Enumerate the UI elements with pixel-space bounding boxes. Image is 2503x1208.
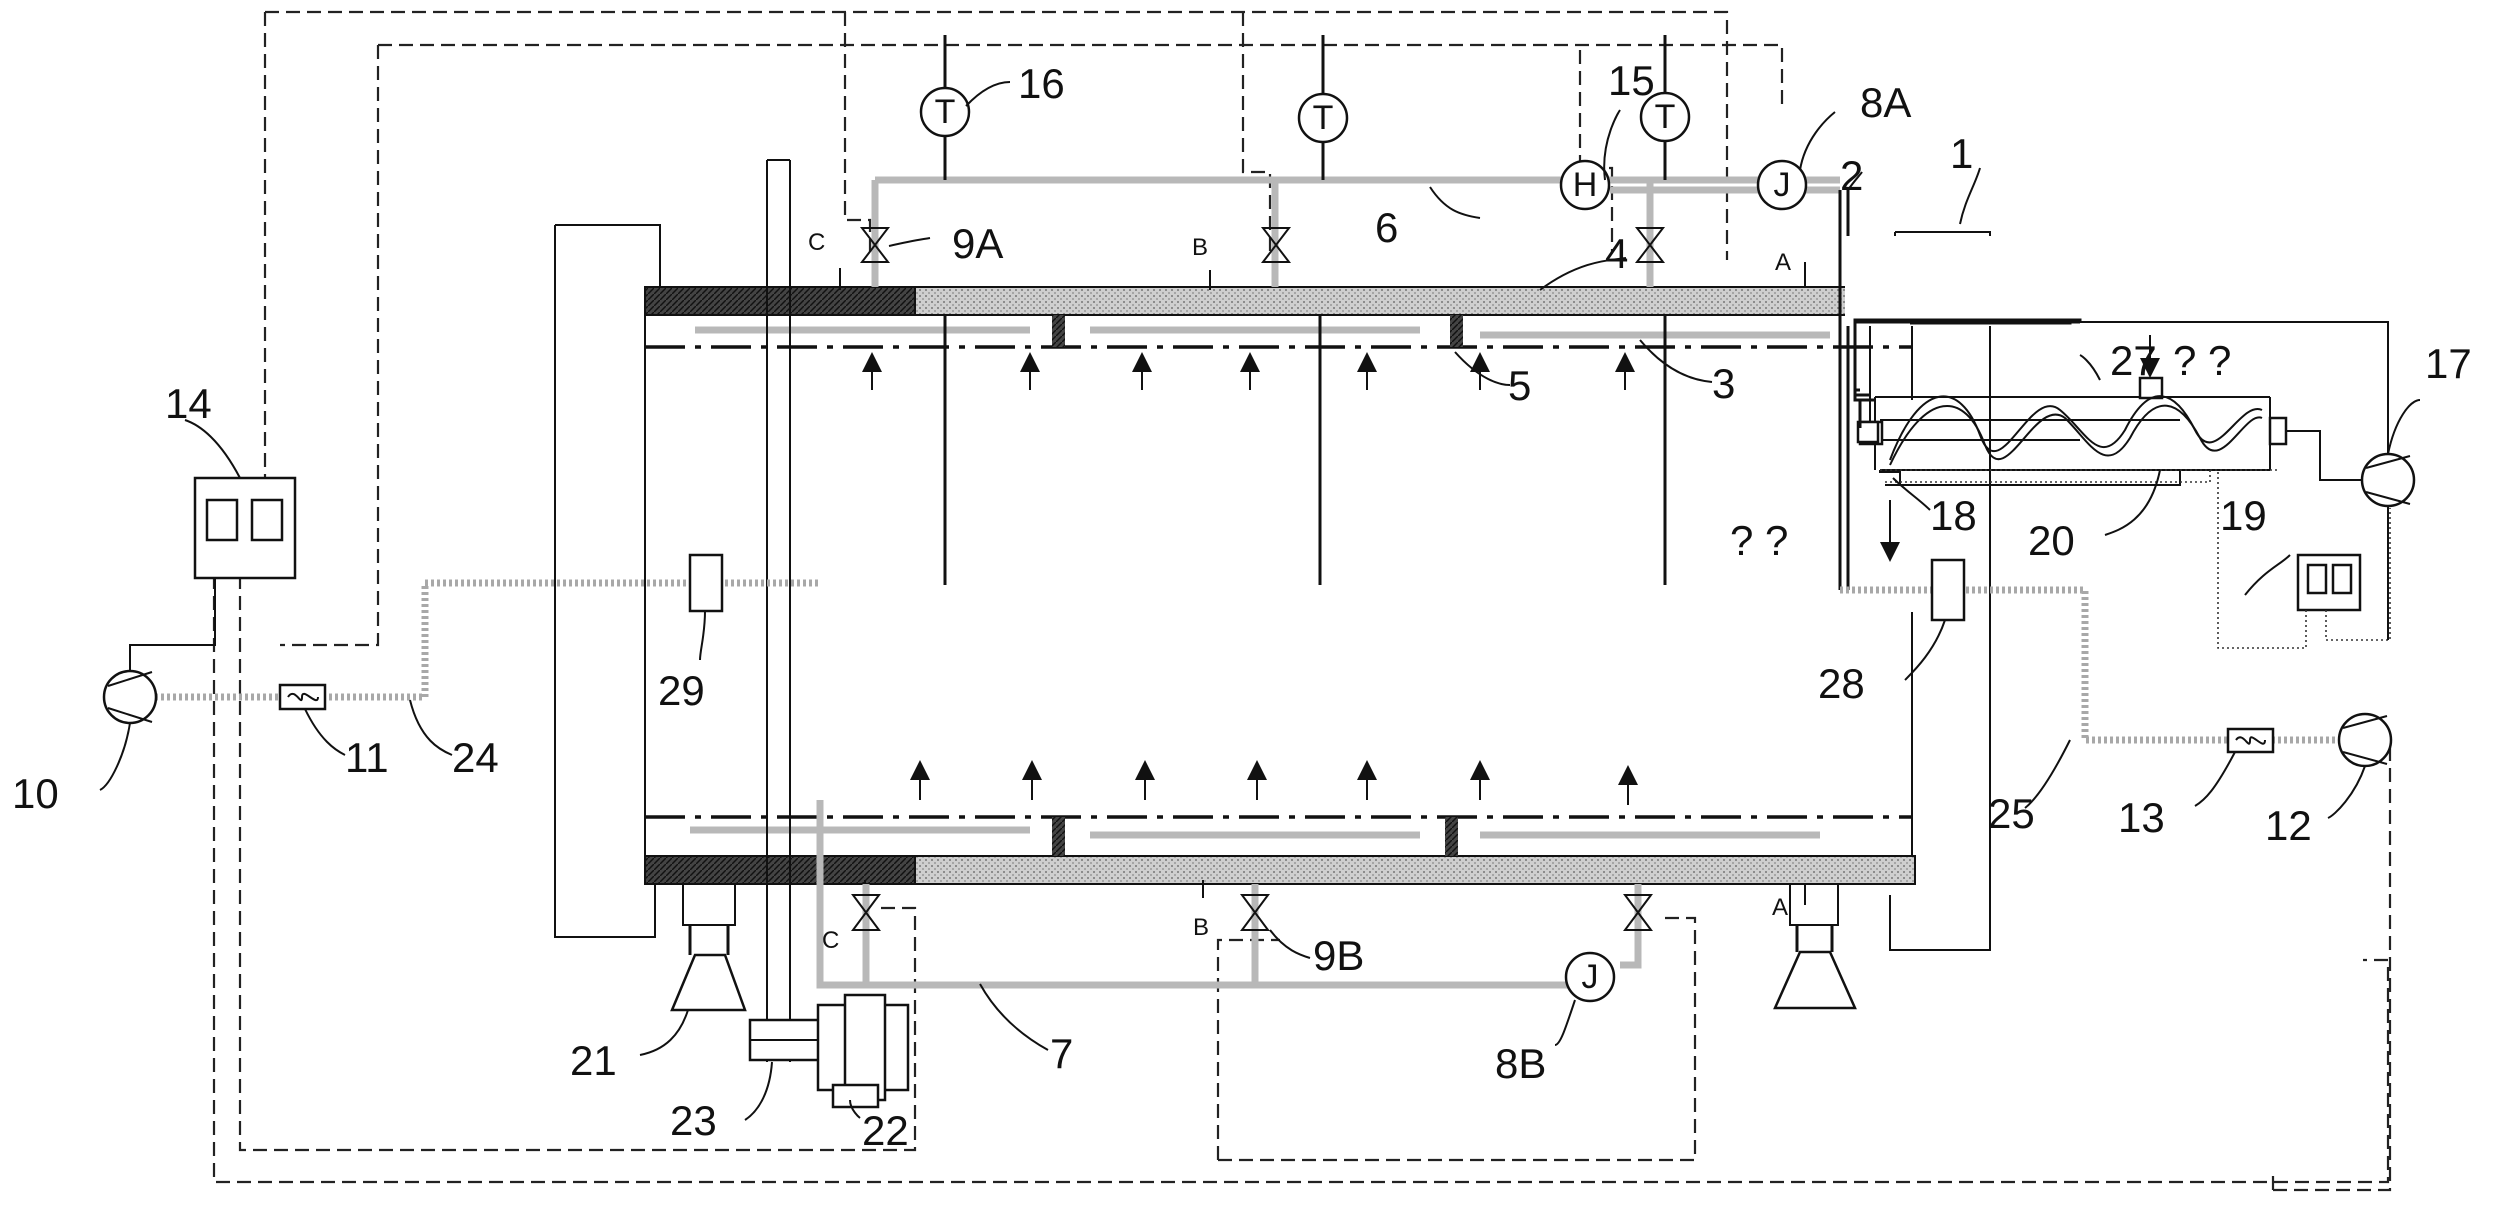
mark-c-top: C	[808, 229, 825, 256]
label-19: 19	[2220, 492, 2267, 539]
glyph-drum: ? ?	[1730, 517, 1788, 564]
flow-arrows-upper	[862, 352, 1635, 390]
label-15: 15	[1608, 57, 1655, 104]
pump-17	[2360, 452, 2416, 508]
label-3: 3	[1712, 360, 1735, 407]
label-9a: 9A	[952, 220, 1003, 267]
controller-14	[193, 476, 297, 580]
label-29: 29	[658, 667, 705, 714]
svg-text:T: T	[1655, 98, 1676, 136]
air-pipes	[155, 553, 2340, 744]
pump-17-lines	[1960, 318, 2389, 640]
label-17: 17	[2425, 340, 2472, 387]
unknown-glyphs: ? ? ? ?	[1730, 337, 2231, 564]
label-8b: 8B	[1495, 1040, 1546, 1087]
left-support	[670, 884, 747, 1012]
leader-lines	[99, 81, 2421, 1121]
mark-b-top: B	[1192, 234, 1208, 261]
label-11: 11	[345, 734, 389, 781]
label-16: 16	[1018, 60, 1065, 107]
label-5: 5	[1508, 362, 1531, 409]
mark-b-bottom: B	[1193, 914, 1209, 941]
right-support	[1773, 884, 1857, 1010]
svg-text:T: T	[935, 93, 956, 131]
mark-a-bottom: A	[1772, 894, 1788, 921]
mark-a-top: A	[1775, 249, 1791, 276]
flow-arrows-lower	[910, 760, 1638, 805]
label-2: 2	[1840, 152, 1863, 199]
label-14: 14	[165, 380, 212, 427]
svg-text:J: J	[1582, 958, 1599, 996]
label-6: 6	[1375, 204, 1398, 251]
j-sensor-8b: J	[1564, 951, 1616, 1003]
svg-text:J: J	[1774, 166, 1791, 204]
valve-top-b	[1260, 227, 1292, 263]
label-4: 4	[1605, 230, 1628, 277]
fans-and-meters	[102, 452, 2416, 768]
temperature-sensor-16: T	[919, 86, 971, 138]
mark-c-bottom: C	[822, 927, 839, 954]
svg-text:T: T	[1313, 99, 1334, 137]
label-22: 22	[862, 1107, 909, 1154]
fan-12	[2337, 712, 2393, 768]
label-24: 24	[452, 734, 499, 781]
valve-bottom-a	[1623, 894, 1653, 931]
label-1: 1	[1950, 130, 1973, 177]
part-labels: 16 15 8A 2 1 6 9A 4 5 3 27 17 18 19 20 2…	[12, 57, 2472, 1154]
valves	[851, 227, 1666, 931]
glyph-feeder: ? ?	[2173, 337, 2231, 384]
sensors: T T T H J J	[919, 86, 1808, 1003]
label-23: 23	[670, 1097, 717, 1144]
control-signal-lines	[212, 10, 2392, 1192]
temperature-sensor-right: T	[1639, 91, 1691, 143]
label-18: 18	[1930, 492, 1977, 539]
humidity-sensor-15: H	[1559, 159, 1611, 211]
temperature-sensor-middle: T	[1297, 92, 1349, 144]
label-10: 10	[12, 770, 59, 817]
label-7: 7	[1050, 1030, 1073, 1077]
svg-text:H: H	[1573, 166, 1598, 204]
rotary-drum	[554, 159, 1991, 1109]
feeder-top-rail	[1853, 318, 2082, 390]
valve-bottom-c	[851, 894, 881, 931]
label-9b: 9B	[1313, 932, 1364, 979]
drive-motor	[748, 993, 910, 1109]
valve-4	[1634, 227, 1666, 263]
label-27: 27	[2110, 337, 2157, 384]
label-28: 28	[1818, 660, 1865, 707]
valve-9a	[859, 227, 891, 263]
label-13: 13	[2118, 794, 2165, 841]
j-sensor-8a: J	[1756, 159, 1808, 211]
feeder-arrows	[1880, 335, 2160, 562]
label-21: 21	[570, 1037, 617, 1084]
fan-10	[102, 575, 216, 725]
label-25: 25	[1988, 790, 2035, 837]
label-8a: 8A	[1860, 79, 1911, 126]
section-marks: C B A C B A	[808, 229, 1791, 954]
feeder-frame	[1853, 320, 2080, 392]
flow-meter-13	[2226, 727, 2275, 754]
valve-9b	[1240, 894, 1270, 931]
label-20: 20	[2028, 517, 2075, 564]
controller-19	[2217, 470, 2391, 649]
label-12: 12	[2265, 802, 2312, 849]
flow-meter-11	[278, 683, 327, 711]
